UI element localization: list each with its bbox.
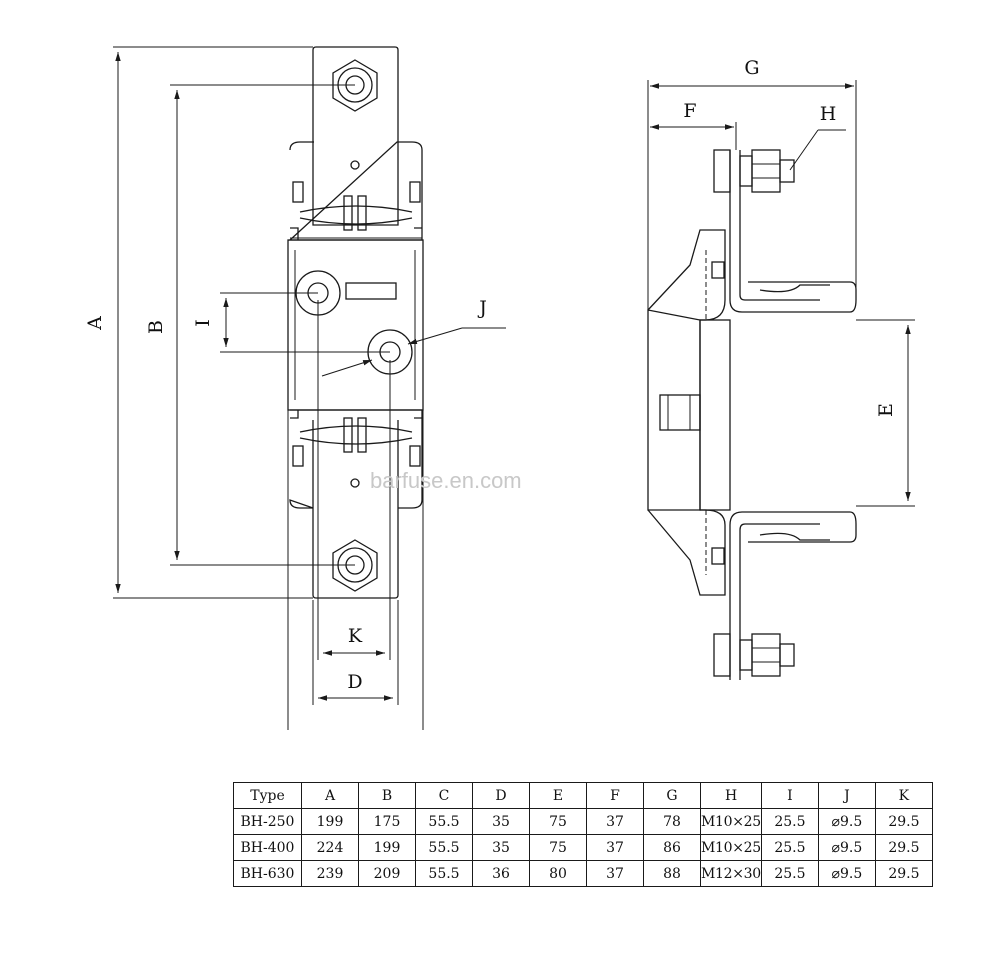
table-cell: M10×25 <box>700 834 762 861</box>
label-D: D <box>347 671 362 693</box>
table-cell: ⌀9.5 <box>817 834 876 861</box>
table-cell: 29.5 <box>874 808 933 835</box>
side-view <box>647 80 915 680</box>
table-cell: 35 <box>472 808 530 835</box>
table-cell: 175 <box>358 808 416 835</box>
header-cell: H <box>700 782 762 809</box>
table-cell: M12×30 <box>700 860 762 887</box>
table-cell: 199 <box>358 834 416 861</box>
header-cell: D <box>472 782 530 809</box>
table-cell: 29.5 <box>874 834 933 861</box>
table-cell: 25.5 <box>760 834 819 861</box>
label-A: A <box>84 316 106 331</box>
table-cell: 209 <box>358 860 416 887</box>
table-cell: 86 <box>643 834 701 861</box>
table-cell: 75 <box>529 808 587 835</box>
table-cell: 199 <box>301 808 359 835</box>
header-cell: C <box>415 782 473 809</box>
bottom-bolt <box>713 633 795 677</box>
header-cell: B <box>358 782 416 809</box>
header-cell: G <box>643 782 701 809</box>
header-cell: F <box>586 782 644 809</box>
table-cell: 25.5 <box>760 808 819 835</box>
table-row: BH-250 199 175 55.5 35 75 37 78 M10×25 2… <box>233 808 933 835</box>
table-cell: BH-250 <box>233 808 302 835</box>
table-row: BH-630 239 209 55.5 36 80 37 88 M12×30 2… <box>233 860 933 887</box>
table-cell: 25.5 <box>760 860 819 887</box>
table-cell: 88 <box>643 860 701 887</box>
header-cell: K <box>874 782 933 809</box>
header-cell: I <box>760 782 819 809</box>
label-H: H <box>820 103 837 125</box>
watermark: barfuse.en.com <box>370 468 522 493</box>
table-cell: 80 <box>529 860 587 887</box>
table-cell: 75 <box>529 834 587 861</box>
label-F: F <box>683 100 696 122</box>
table-cell: 35 <box>472 834 530 861</box>
header-cell: E <box>529 782 587 809</box>
table-cell: 29.5 <box>874 860 933 887</box>
front-view <box>113 46 506 730</box>
spec-table: Type A B C D E F G H I J K BH-250 199 17… <box>233 782 933 887</box>
table-cell: ⌀9.5 <box>817 860 876 887</box>
table-row: BH-400 224 199 55.5 35 75 37 86 M10×25 2… <box>233 834 933 861</box>
table-cell: 224 <box>301 834 359 861</box>
table-cell: 78 <box>643 808 701 835</box>
table-cell: 55.5 <box>415 808 473 835</box>
table-cell: 55.5 <box>415 834 473 861</box>
header-cell: J <box>817 782 876 809</box>
table-cell: 55.5 <box>415 860 473 887</box>
label-J: J <box>477 297 487 319</box>
table-cell: BH-630 <box>233 860 302 887</box>
top-bolt <box>713 149 795 193</box>
label-B: B <box>145 320 167 334</box>
header-cell: Type <box>233 782 302 809</box>
label-E: E <box>875 403 897 417</box>
table-cell: 36 <box>472 860 530 887</box>
table-cell: 239 <box>301 860 359 887</box>
table-cell: BH-400 <box>233 834 302 861</box>
table-cell: 37 <box>586 860 644 887</box>
table-cell: 37 <box>586 834 644 861</box>
label-G: G <box>744 57 759 79</box>
table-cell: ⌀9.5 <box>817 808 876 835</box>
label-I: I <box>192 319 214 327</box>
table-header-row: Type A B C D E F G H I J K <box>233 782 933 809</box>
label-K: K <box>348 625 363 647</box>
header-cell: A <box>301 782 359 809</box>
table-cell: 37 <box>586 808 644 835</box>
table-cell: M10×25 <box>700 808 762 835</box>
